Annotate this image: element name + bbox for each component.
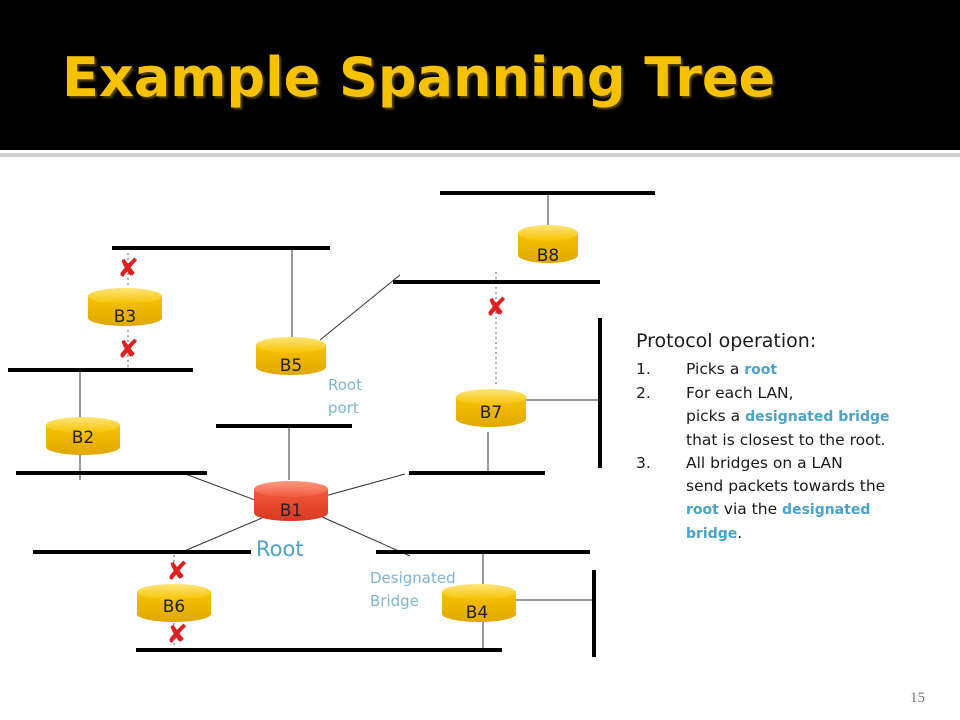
blocked-port-mark: ✘: [485, 293, 507, 323]
blocked-port-mark: ✘: [166, 620, 188, 650]
bridge-b8: B8: [518, 225, 578, 266]
link-b5-b8lan: [319, 274, 401, 341]
link-b1-b4lan: [319, 515, 411, 557]
link-b1-left: [179, 471, 256, 501]
bridge-b2-label: B2: [72, 428, 94, 448]
bridge-b4: B4: [442, 584, 516, 623]
blocked-links: [127, 248, 497, 650]
step-text: Picks a: [686, 360, 745, 378]
step-text: send packets towards the: [686, 477, 886, 495]
lan-segments: [8, 191, 655, 657]
links: [79, 193, 600, 650]
blocked-port-mark: ✘: [117, 254, 139, 284]
root-label: Root: [256, 537, 304, 561]
step-number: 1.: [636, 360, 651, 378]
step-highlight: root: [686, 502, 719, 518]
protocol-step: 1. Picks a root: [636, 358, 956, 382]
link-b1-right: [324, 473, 406, 497]
step-text: via the: [718, 500, 783, 518]
bridge-b2: B2: [46, 417, 120, 455]
step-text: All bridges on a LAN: [686, 454, 843, 472]
bridge-b8-label: B8: [537, 246, 559, 266]
bridge-b6-label: B6: [163, 597, 185, 617]
step-highlight: bridge: [686, 526, 738, 542]
bridge-b1-root: B1: [254, 481, 328, 521]
title-bar: Example Spanning Tree: [0, 0, 960, 150]
step-highlight: root: [744, 362, 778, 378]
protocol-description: Protocol operation: 1. Picks a root 2. F…: [636, 330, 956, 546]
step-number: 3.: [636, 454, 651, 472]
step-highlight: designated bridge: [745, 409, 890, 425]
protocol-steps: 1. Picks a root 2. For each LAN, picks a…: [636, 358, 956, 546]
root-port-label-line1: Root: [328, 376, 362, 394]
bridge-b6: B6: [137, 584, 211, 622]
bridge-b5: B5: [256, 337, 326, 376]
blocked-port-mark: ✘: [117, 335, 139, 365]
bridge-b3-label: B3: [114, 307, 136, 327]
protocol-heading: Protocol operation:: [636, 330, 817, 352]
title-divider: [0, 153, 960, 157]
blocked-port-mark: ✘: [166, 557, 188, 587]
step-text: .: [737, 524, 743, 542]
protocol-step: 3. All bridges on a LAN send packets tow…: [636, 452, 956, 546]
root-port-label-line2: port: [328, 399, 359, 417]
protocol-step: 2. For each LAN, picks a designated brid…: [636, 382, 956, 452]
step-number: 2.: [636, 384, 651, 402]
bridge-b4-label: B4: [466, 603, 488, 623]
step-text: For each LAN,: [686, 384, 794, 402]
bridge-b1-label: B1: [280, 501, 302, 521]
designated-bridge-label-line1: Designated: [370, 569, 456, 587]
bridge-b3: B3: [88, 288, 162, 327]
bridge-b5-label: B5: [280, 356, 302, 376]
step-highlight: designated: [782, 502, 871, 518]
designated-bridge-label-line2: Bridge: [370, 592, 419, 610]
link-b1-b6lan: [181, 517, 263, 553]
bridge-b7-label: B7: [480, 403, 502, 423]
step-text: picks a: [686, 407, 746, 425]
slide-title: Example Spanning Tree: [62, 46, 776, 109]
bridge-b7: B7: [456, 389, 526, 427]
step-text: that is closest to the root.: [686, 431, 886, 449]
page-number: 15: [910, 690, 925, 706]
